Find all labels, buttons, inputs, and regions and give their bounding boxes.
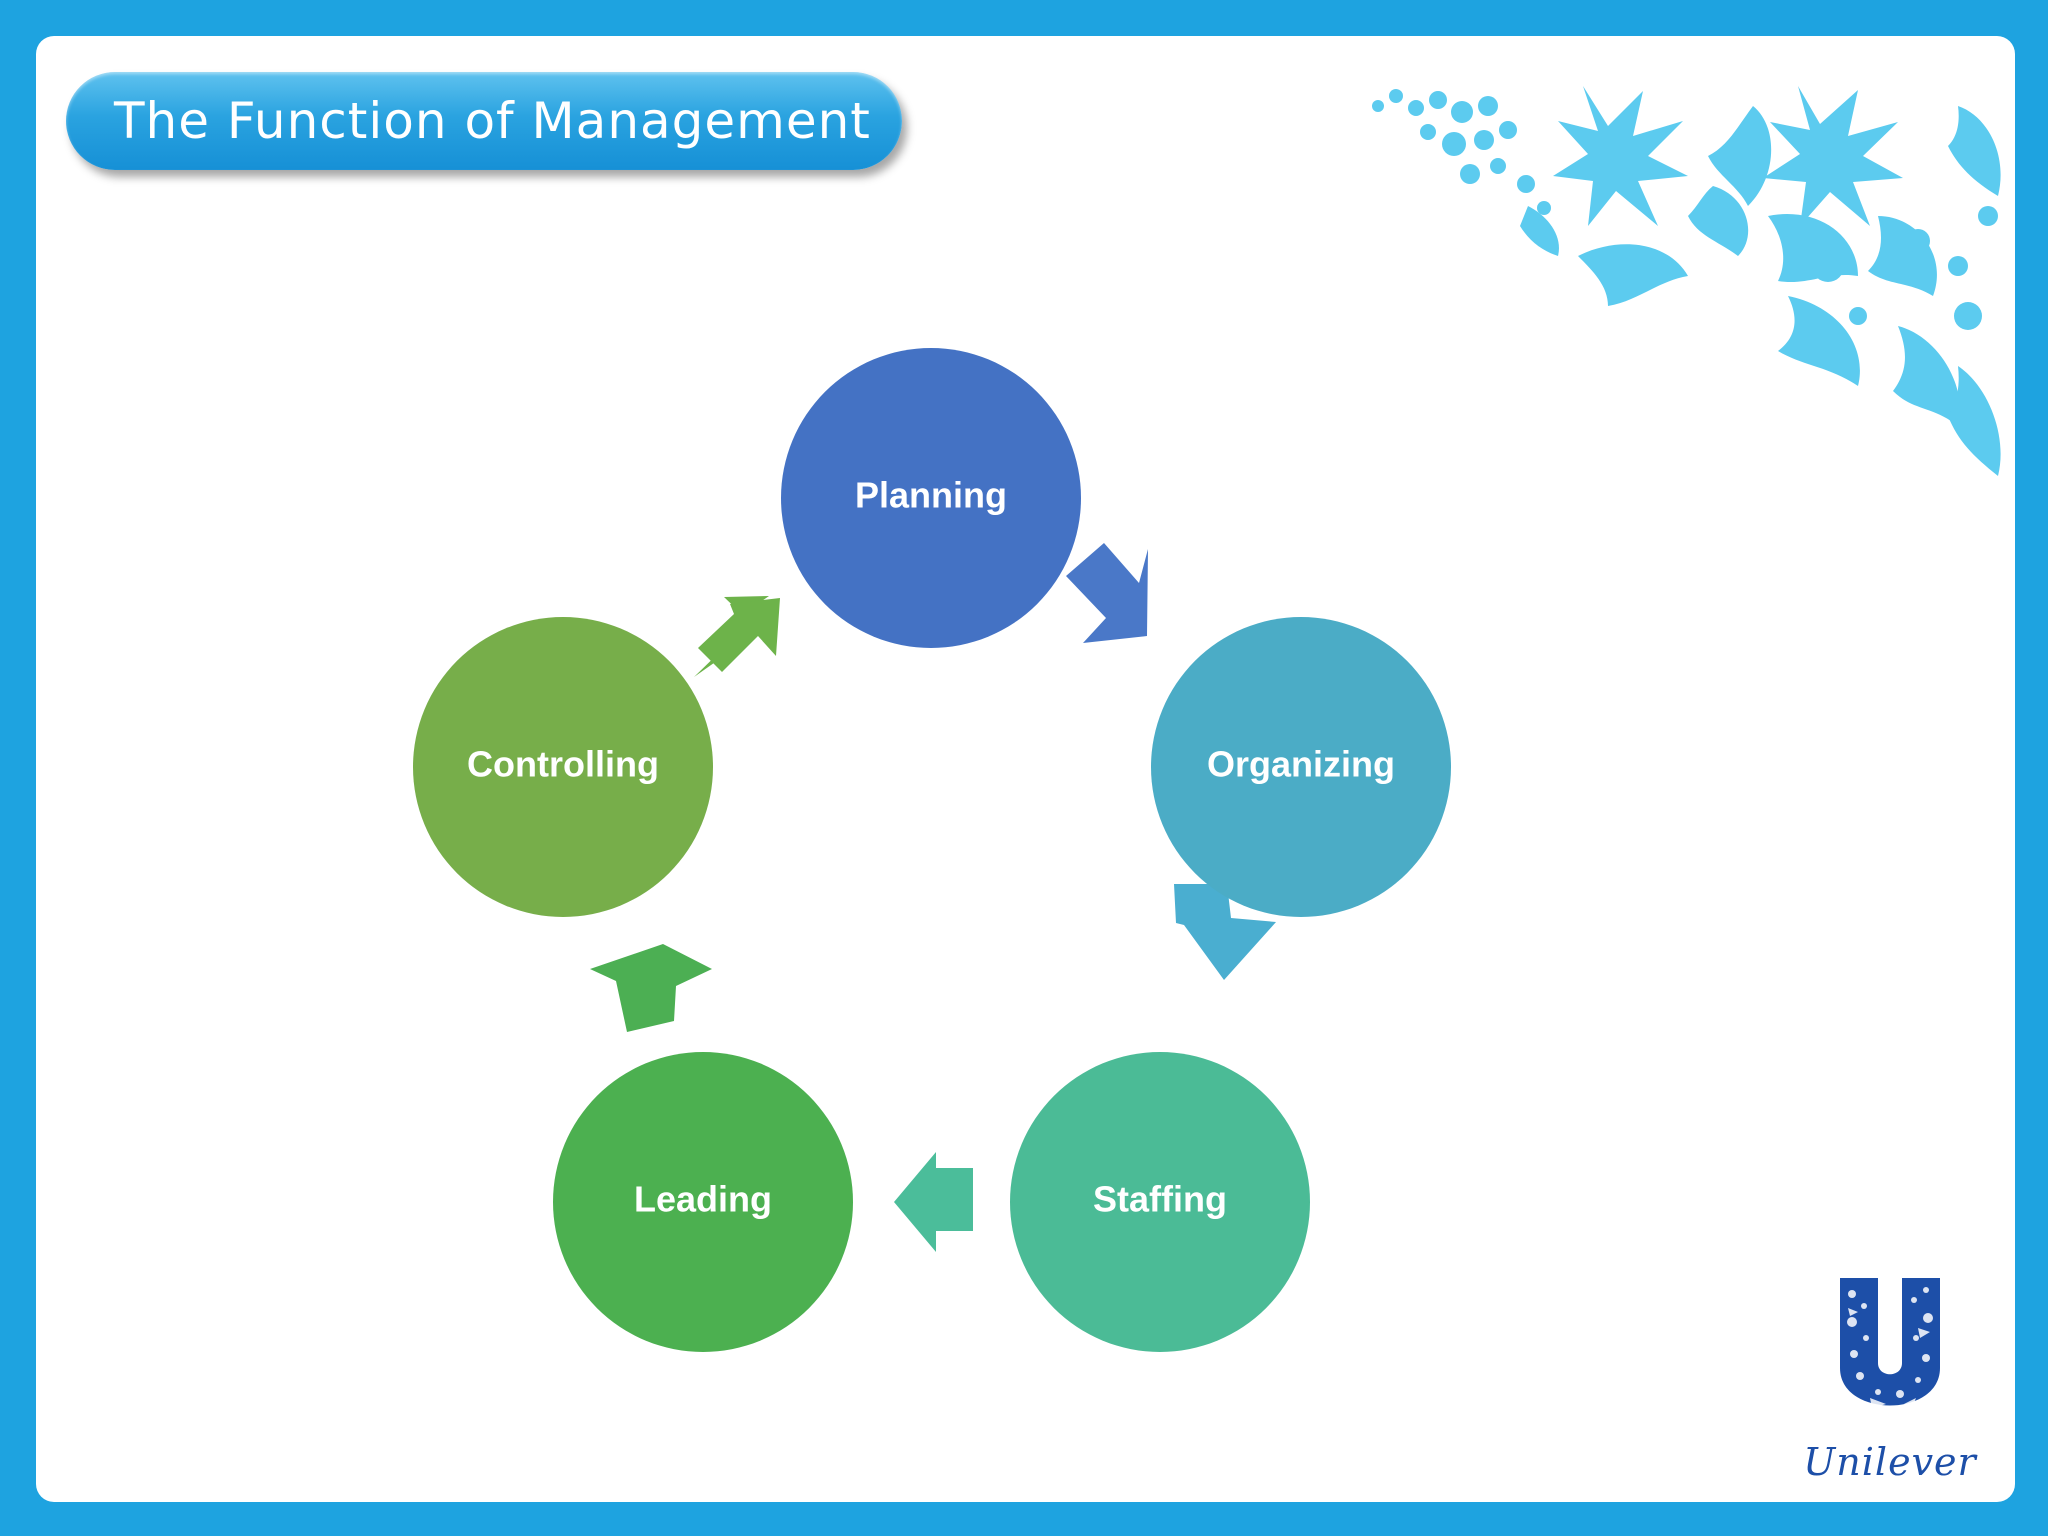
page-title: The Function of Management [114, 92, 871, 150]
node-label-staffing: Staffing [1093, 1179, 1227, 1220]
arrow-planning-to-organizing [1066, 543, 1148, 643]
node-label-leading: Leading [634, 1179, 772, 1220]
slide: The Function of Management [36, 36, 2015, 1502]
node-planning: Planning [781, 348, 1081, 648]
arrow-leading-to-controlling [590, 944, 712, 1032]
arrow-controlling-to-planning-head [698, 598, 780, 672]
logo-wordmark: Unilever [1803, 1440, 1977, 1484]
floral-ornament-icon [1372, 86, 2001, 476]
node-staffing: Staffing [1010, 1052, 1310, 1352]
title-banner: The Function of Management [66, 72, 902, 170]
unilever-u-logo-icon [1840, 1278, 1940, 1408]
management-cycle-diagram: Planning Organizing Staffing Leading Con… [413, 348, 1451, 1352]
arrow-staffing-to-leading [894, 1152, 973, 1252]
arrow-organizing-to-staffing [1174, 884, 1276, 980]
node-label-controlling: Controlling [467, 744, 659, 785]
unilever-logo: Unilever [1800, 1268, 1980, 1502]
node-label-planning: Planning [855, 475, 1007, 516]
node-organizing: Organizing [1151, 617, 1451, 917]
node-leading: Leading [553, 1052, 853, 1352]
node-label-organizing: Organizing [1207, 744, 1395, 785]
node-controlling: Controlling [413, 617, 713, 917]
